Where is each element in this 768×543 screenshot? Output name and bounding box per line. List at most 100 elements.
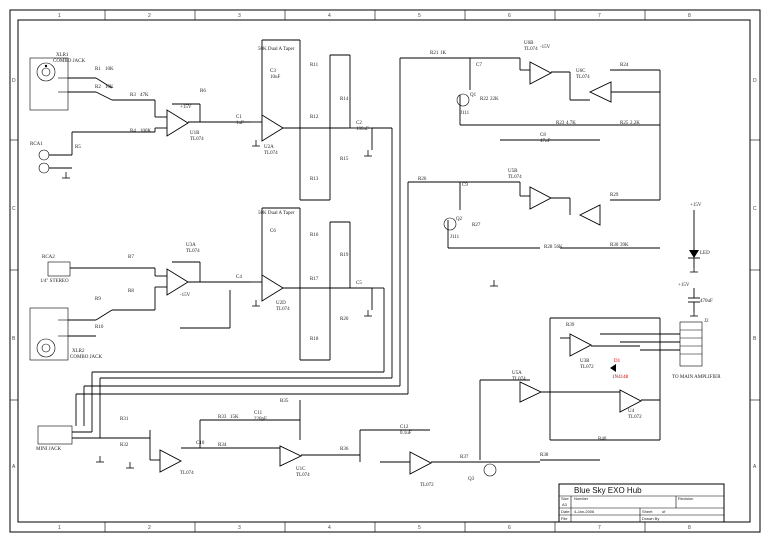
svg-text:R6: R6 — [200, 89, 206, 94]
svg-text:TO MAIN AMPLIFIER: TO MAIN AMPLIFIER — [672, 375, 721, 380]
border-col-6-bottom: 6 — [508, 525, 511, 531]
svg-text:R34: R34 — [218, 443, 227, 448]
svg-text:R10: R10 — [95, 325, 104, 330]
svg-text:1N4148: 1N4148 — [612, 375, 629, 380]
svg-text:R3: R3 — [130, 93, 136, 98]
svg-text:J2: J2 — [704, 319, 709, 324]
svg-text:220pF: 220pF — [254, 417, 267, 422]
svg-text:TL074: TL074 — [186, 249, 200, 254]
mini-jack: MINI JACK — [36, 425, 73, 452]
border-col-1: 1 — [58, 13, 61, 19]
svg-text:C11: C11 — [254, 411, 263, 416]
dual-pot-1: 50K Dual A Taper — [258, 47, 295, 52]
svg-text:XLR2: XLR2 — [72, 349, 85, 354]
svg-text:D1: D1 — [614, 359, 621, 364]
svg-text:R27: R27 — [472, 223, 481, 228]
title-block-drawn-by-label: Drawn By — [642, 516, 659, 521]
svg-text:TL072: TL072 — [580, 365, 594, 370]
svg-text:TL074: TL074 — [190, 137, 204, 142]
svg-text:Q3: Q3 — [468, 477, 475, 482]
opamp-u2a: U2A TL074 — [261, 114, 284, 156]
sheet-inner-border — [17, 19, 751, 523]
border-row-a-right: A — [753, 464, 757, 470]
svg-text:R37: R37 — [460, 455, 469, 460]
svg-text:+15V: +15V — [180, 105, 192, 110]
svg-text:R5: R5 — [75, 145, 81, 150]
svg-text:R9: R9 — [95, 297, 101, 302]
svg-text:U6C: U6C — [576, 69, 586, 74]
channel-2-wiring — [68, 207, 385, 372]
svg-text:RCA2: RCA2 — [42, 255, 55, 260]
svg-text:U5A: U5A — [512, 371, 522, 376]
svg-text:R33: R33 — [218, 415, 227, 420]
svg-text:R40: R40 — [598, 437, 607, 442]
svg-text:Q2: Q2 — [456, 217, 463, 222]
bus-lines — [75, 57, 448, 438]
svg-text:Q1: Q1 — [470, 93, 477, 98]
opamp-u1b: U1B TL074 +15V — [166, 105, 204, 142]
border-col-7: 7 — [598, 13, 601, 19]
svg-text:R36: R36 — [340, 447, 349, 452]
resistor-values: 10K 10K 47K 100K 1K 22K 4.7K 2.2K 56K 39… — [105, 51, 640, 420]
border-col-4: 4 — [328, 13, 331, 19]
border-row-d-right: D — [753, 78, 757, 84]
svg-text:R13: R13 — [310, 177, 319, 182]
svg-text:1K: 1K — [440, 51, 447, 56]
border-col-3: 3 — [238, 13, 241, 19]
connector-j2: J2 TO MAIN AMPLIFIER — [600, 319, 721, 380]
border-col-4-bottom: 4 — [328, 525, 331, 531]
opamp-u1: TL074 — [159, 449, 194, 476]
dual-pot-2: 50K Dual A Taper — [258, 211, 295, 216]
opamp-u6b: U6B TL074 -15V — [524, 41, 552, 85]
border-col-3-bottom: 3 — [238, 525, 241, 531]
svg-text:U3A: U3A — [186, 243, 196, 248]
opamp-u6-bottom: TL072 — [409, 451, 434, 488]
svg-text:10K: 10K — [105, 67, 114, 72]
svg-text:R11: R11 — [310, 63, 319, 68]
border-col-2: 2 — [148, 13, 151, 19]
svg-text:TL074: TL074 — [512, 377, 526, 382]
svg-text:XLR1: XLR1 — [56, 53, 69, 58]
opamp-u5a: U5A TL074 — [512, 371, 543, 403]
svg-text:R4: R4 — [130, 129, 136, 134]
svg-text:R31: R31 — [120, 417, 129, 422]
svg-text:R15: R15 — [340, 157, 349, 162]
svg-text:C2: C2 — [356, 121, 362, 126]
title-block-number-label: Number — [574, 496, 589, 501]
svg-text:R12: R12 — [310, 115, 319, 120]
svg-text:U2A: U2A — [264, 145, 274, 150]
svg-text:R20: R20 — [340, 317, 349, 322]
bottom-section — [72, 400, 540, 463]
border-row-a: A — [12, 464, 16, 470]
title-block-size-value: A3 — [562, 502, 568, 507]
border-col-1-bottom: 1 — [58, 525, 61, 531]
svg-text:39K: 39K — [620, 243, 629, 248]
svg-text:U4: U4 — [628, 409, 635, 414]
sheet-outer-border — [9, 9, 761, 533]
svg-text:56K: 56K — [554, 245, 563, 250]
svg-text:-15V: -15V — [180, 293, 191, 298]
svg-text:U2D: U2D — [276, 301, 286, 306]
transistor-q3: Q3 — [468, 463, 497, 482]
svg-text:TL074: TL074 — [276, 307, 290, 312]
border-col-5-bottom: 5 — [418, 525, 421, 531]
svg-text:TL074: TL074 — [180, 471, 194, 476]
xlr2-combo-jack: XLR2 COMBO JACK — [29, 307, 102, 361]
svg-text:TL074: TL074 — [296, 473, 310, 478]
svg-text:R30: R30 — [610, 243, 619, 248]
rca1-jack: RCA1 — [30, 142, 72, 174]
svg-text:J111: J111 — [460, 111, 470, 116]
svg-text:TL074: TL074 — [524, 47, 538, 52]
svg-text:4.7K: 4.7K — [566, 121, 576, 126]
power-capacitor: +15V 470uF — [678, 283, 713, 312]
svg-text:50K Dual A Taper: 50K Dual A Taper — [258, 211, 295, 216]
svg-text:R35: R35 — [280, 399, 289, 404]
svg-text:100nF: 100nF — [356, 127, 369, 132]
resistor-labels: R1 R2 R3 R4 R5 R6 R7 R8 R9 R10 R11 R12 R… — [75, 51, 629, 460]
diode-d1: D1 1N4148 — [610, 359, 629, 380]
opamp-u1c: U1C TL074 — [279, 445, 310, 478]
svg-text:R24: R24 — [620, 63, 629, 68]
capacitor-labels: C1 C2 C3 C4 C5 C6 C7 C8 C9 C10 C11 C12 — [196, 63, 546, 446]
svg-text:R29: R29 — [610, 193, 619, 198]
svg-text:10K: 10K — [105, 85, 114, 90]
